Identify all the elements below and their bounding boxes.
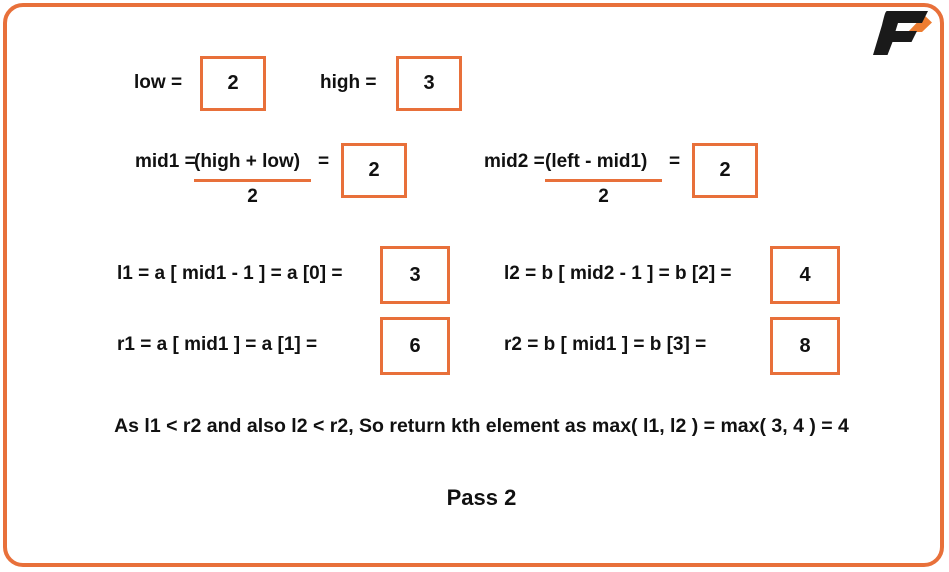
mid1-numerator: (high + low) [194,151,301,172]
mid2-equals: = [669,151,681,172]
high-value-box: 3 [396,56,462,111]
high-label: high = [320,72,377,93]
pass-label: Pass 2 [446,485,517,510]
mid2-lead-label: mid2 = [484,151,545,172]
mid1-equals: = [318,151,330,172]
l1-label: l1 = a [ mid1 - 1 ] = a [0] = [117,263,343,284]
r1-value-box: 6 [380,317,450,375]
mid1-denominator: 2 [247,186,258,207]
l1-value-box: 3 [380,246,450,304]
mid2-fraction-bar [545,179,662,182]
f-chevron-logo [862,9,934,57]
l2-label: l2 = b [ mid2 - 1 ] = b [2] = [504,263,732,284]
mid2-numerator: (left - mid1) [545,151,648,172]
mid1-value-box: 2 [341,143,407,198]
r2-value-box: 8 [770,317,840,375]
mid1-lead-label: mid1 = [135,151,196,172]
mid1-fraction-bar [194,179,311,182]
low-label: low = [134,72,183,93]
l2-value-box: 4 [770,246,840,304]
slide-frame: low = 2 high = 3 mid1 = (high + low) 2 =… [3,3,944,567]
mid2-denominator: 2 [598,186,609,207]
low-value-box: 2 [200,56,266,111]
conclusion-text: As l1 < r2 and also l2 < r2, So return k… [114,415,849,437]
mid2-value-box: 2 [692,143,758,198]
r1-label: r1 = a [ mid1 ] = a [1] = [117,334,318,355]
r2-label: r2 = b [ mid1 ] = b [3] = [504,334,707,355]
